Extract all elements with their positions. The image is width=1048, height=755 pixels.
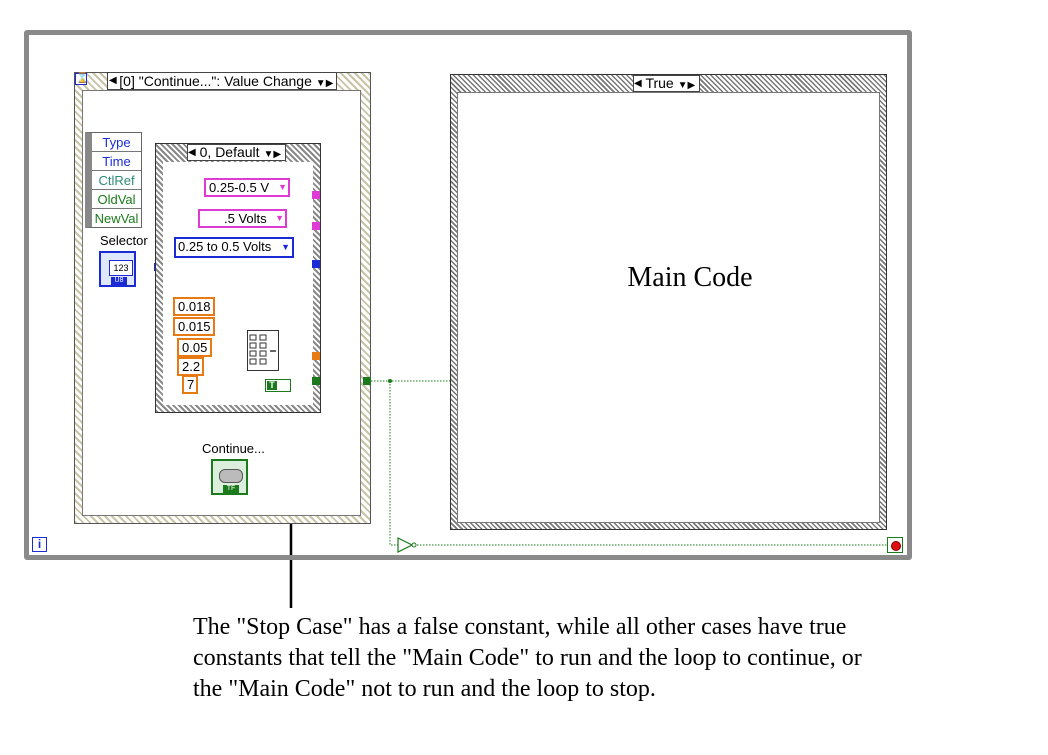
event-data-item: Time	[92, 152, 141, 171]
boolean-constant[interactable]: T	[265, 379, 291, 392]
numeric-constant[interactable]: 0.05	[177, 338, 212, 357]
continue-terminal-type: TF	[223, 485, 239, 493]
next-arrow-icon[interactable]: ▶	[273, 149, 282, 160]
loop-iteration-terminal: i	[32, 537, 47, 552]
boolean-constant-value: T	[267, 381, 277, 390]
wire-junction	[388, 379, 392, 383]
event-data-item: Type	[92, 133, 141, 152]
numeric-constant[interactable]: 0.018	[173, 297, 215, 316]
prev-arrow-icon[interactable]: ◀	[188, 147, 196, 158]
selector-control-label: Selector	[100, 233, 148, 248]
boolean-wire-down	[389, 381, 398, 546]
dropdown-arrow-icon[interactable]: ▼	[278, 182, 287, 192]
event-selector-label: [0] "Continue...": Value Change	[119, 73, 312, 89]
numeric-constant[interactable]: 7	[182, 375, 198, 394]
selector-terminal[interactable]: 123 U8	[99, 251, 136, 287]
enum-constant[interactable]: 0.25 to 0.5 Volts ▼	[174, 237, 294, 258]
toggle-icon	[219, 469, 243, 483]
event-data-item: NewVal	[94, 211, 139, 226]
string-tunnel	[312, 191, 320, 199]
main-case-selector-label: True	[645, 75, 674, 91]
ring-constant[interactable]: .5 Volts ▼	[198, 209, 287, 228]
dropdown-arrow-icon[interactable]: ▼	[275, 213, 284, 223]
not-gate-icon	[397, 537, 414, 553]
event-data-item: CtlRef	[92, 171, 141, 190]
numeric-constant[interactable]: 2.2	[177, 357, 204, 376]
dropdown-arrow-icon[interactable]: ▼	[315, 78, 326, 89]
enum-tunnel	[312, 260, 320, 268]
boolean-tunnel	[312, 377, 320, 385]
continue-control-label: Continue...	[202, 441, 265, 456]
inner-case-selector-label: 0, Default	[199, 144, 260, 160]
event-data-node: Type Time CtlRef OldVal NewVal	[85, 132, 142, 228]
inner-case-selector[interactable]: ◀ 0, Default ▼▶	[187, 144, 286, 161]
main-code-label: Main Code	[627, 262, 753, 293]
ring-constant-value: .5 Volts	[224, 211, 267, 226]
ring-constant-value: 0.25-0.5 V	[209, 180, 269, 195]
enum-constant-value: 0.25 to 0.5 Volts	[178, 239, 272, 254]
event-data-item: OldVal	[92, 190, 141, 209]
numeric-constant[interactable]: 0.015	[173, 317, 215, 336]
main-case-selector[interactable]: ◀ True ▼▶	[633, 75, 700, 92]
dropdown-arrow-icon[interactable]: ▼	[677, 80, 688, 91]
annotation-text: The "Stop Case" has a false constant, wh…	[193, 614, 862, 702]
hourglass-icon: ⌛	[75, 73, 89, 85]
next-arrow-icon[interactable]: ▶	[687, 80, 696, 91]
prev-arrow-icon[interactable]: ◀	[634, 78, 642, 89]
stop-condition-icon	[887, 537, 903, 553]
selector-terminal-type: U8	[111, 277, 127, 285]
boolean-tunnel	[363, 377, 371, 385]
cluster-tunnel	[312, 352, 320, 360]
dropdown-arrow-icon[interactable]: ▼	[263, 149, 274, 160]
bundle-node-icon[interactable]	[247, 330, 279, 371]
event-selector[interactable]: ◀ [0] "Continue...": Value Change ▼▶	[107, 72, 337, 90]
ring-constant[interactable]: 0.25-0.5 V ▼	[204, 178, 290, 197]
string-tunnel	[312, 222, 320, 230]
dropdown-arrow-icon[interactable]: ▼	[281, 242, 290, 252]
continue-terminal[interactable]: TF	[211, 459, 248, 495]
main-case-body	[457, 92, 880, 523]
next-arrow-icon[interactable]: ▶	[325, 78, 334, 89]
selector-terminal-text: 123	[109, 260, 133, 276]
prev-arrow-icon[interactable]: ◀	[109, 75, 117, 86]
while-loop	[24, 30, 912, 560]
